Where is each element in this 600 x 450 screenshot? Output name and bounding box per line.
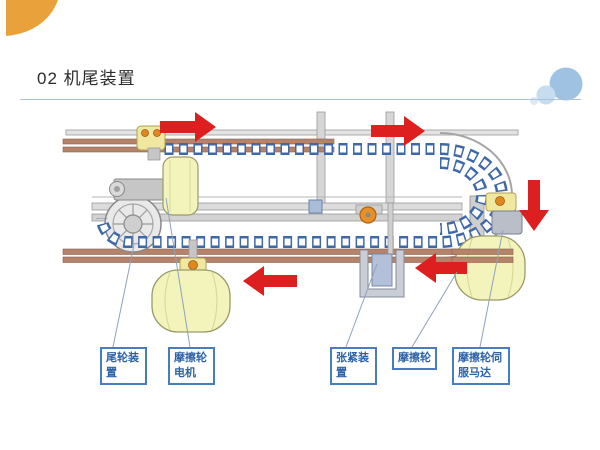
tail-wheel-assembly: [104, 195, 162, 253]
decorative-circle-small: [536, 85, 556, 105]
flow-arrows: [160, 112, 549, 296]
decorative-circle-large: [549, 67, 583, 101]
arrow-right-top-icon: [371, 116, 425, 146]
callout-friction-wheel-servo-motor: 摩擦轮伺服马达: [452, 347, 510, 385]
guide-block: [308, 199, 323, 214]
friction-wheel-left: [151, 239, 231, 333]
tension-channel: [359, 249, 405, 298]
motor-cylinder: [162, 156, 199, 216]
arrow-down-icon: [519, 180, 549, 231]
arrow-left-bottom-icon: [243, 266, 297, 296]
callout-leader-lines: [112, 197, 504, 348]
arrow-right-top-left-icon: [160, 112, 216, 142]
callout-tension-device: 张紧装置: [330, 347, 377, 385]
page-title: 02 机尾装置: [37, 69, 136, 88]
conveyor-chain: [96, 143, 508, 248]
callout-friction-wheel-motor: 摩擦轮电机: [168, 347, 215, 385]
friction-wheel-motor-assembly: [109, 125, 199, 216]
title-divider: [20, 99, 581, 100]
tension-device: [355, 202, 405, 298]
arrow-left-bottom-right-icon: [415, 253, 467, 283]
friction-wheel-right-assembly: [451, 192, 526, 301]
corner-ornament: [6, 0, 58, 36]
callout-friction-wheel: 摩擦轮: [392, 347, 437, 370]
servo-motor: [491, 210, 523, 235]
callout-tail-wheel-device: 尾轮装置: [100, 347, 147, 385]
